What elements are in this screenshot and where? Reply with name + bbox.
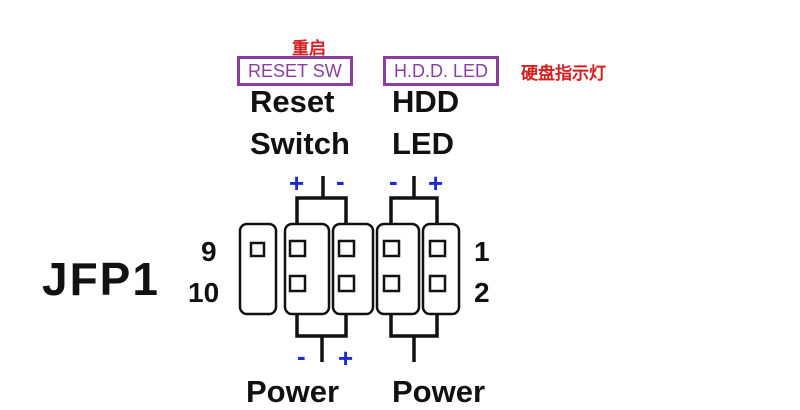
pin-block-3 [283, 222, 331, 316]
pin-block-4 [331, 222, 375, 316]
pin-9-label: 9 [201, 236, 217, 267]
reset-minus-sign: - [336, 166, 345, 196]
power-plus-pin [337, 274, 356, 293]
pin-9 [249, 241, 266, 258]
jfp1-connector-diagram [238, 176, 461, 362]
power-minus-sign: - [297, 341, 306, 371]
power-led-plus-pin [428, 274, 447, 293]
hdd-led-title-line1: HDD [392, 84, 460, 119]
hdd-minus-sign: - [389, 166, 398, 196]
pin-2-label: 2 [474, 277, 490, 308]
reset-minus-pin [337, 239, 356, 258]
power-led-minus-pin [382, 274, 401, 293]
hdd-minus-pin [382, 239, 401, 258]
reset-plus-pin [288, 239, 307, 258]
pin-9-key-block [238, 222, 278, 316]
hdd-plus-sign: + [428, 168, 444, 198]
power-plus-sign: + [338, 343, 354, 373]
reset-chinese-label: 重启 [292, 39, 326, 59]
power-minus-pin [288, 274, 307, 293]
hdd-led-title-line2: LED [392, 126, 454, 161]
jfp1-header-label: JFP1 [42, 253, 160, 305]
pin-1-label: 1 [474, 236, 490, 267]
hdd-plus-pin [428, 239, 447, 258]
reset-switch-title-line2: Switch [250, 126, 350, 161]
reset-sw-label: RESET SW [237, 56, 353, 86]
hdd-led-label: H.D.D. LED [383, 56, 500, 86]
hdd-chinese-label: 硬盘指示灯 [521, 64, 606, 84]
pin-block-5 [375, 222, 421, 316]
pin-block-6 [421, 222, 461, 316]
reset-plus-sign: + [289, 168, 305, 198]
reset-switch-title-line1: Reset [250, 84, 335, 119]
pin-10-label: 10 [188, 277, 220, 308]
